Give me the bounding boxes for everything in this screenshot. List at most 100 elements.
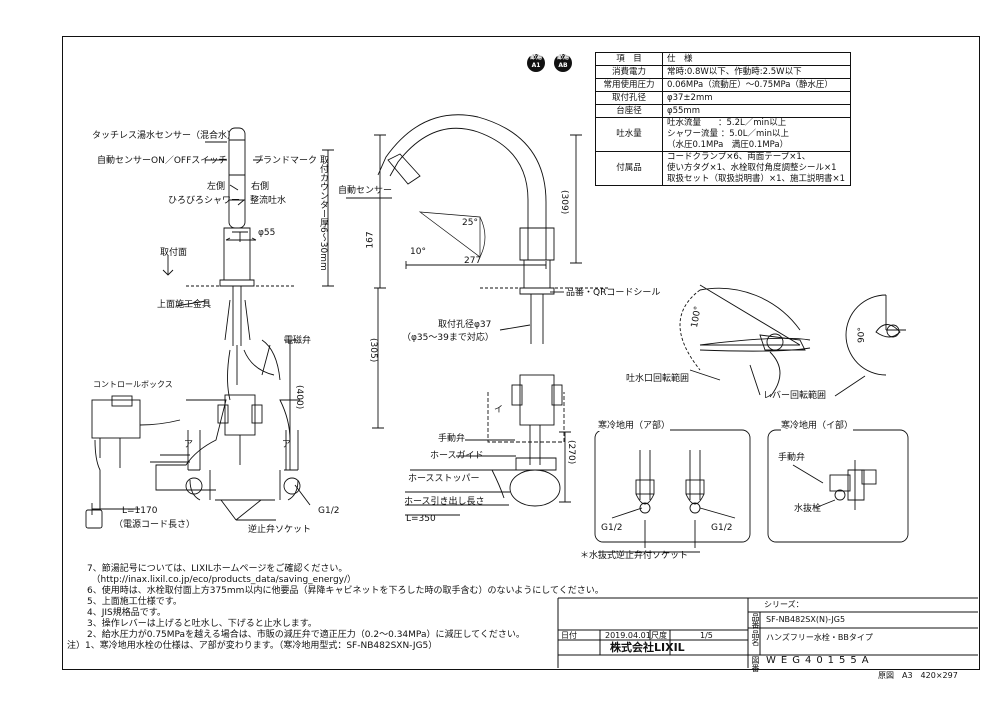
spec-value: φ55mm (662, 104, 851, 118)
note-line: 1、寒冷地用水栓の仕様は、ア部が変わります。（寒冷地用型式：SF-NB482SX… (85, 641, 438, 651)
cold-region-boxes (594, 429, 909, 553)
label-drain-socket-note: ＊水抜式逆止弁付ソケット (580, 551, 689, 561)
spec-value: コードクランプ×6、両面テープ×1、 使い方タグ×1、水栓取付角度調整シール×1… (662, 151, 851, 186)
label-g-half-left: G1/2 (318, 506, 340, 516)
note-line: 7、節湯記号については、LIXILホームページをご確認ください。 (87, 564, 348, 574)
label-spout-rotation: 吐水口回転範囲 (626, 374, 690, 384)
label-angle-25: 25° (462, 218, 478, 228)
label-product-qr: 品番・QRコードシール (566, 288, 661, 298)
label-mount-surface: 取付面 (160, 248, 188, 258)
spec-item: 常用使用圧力 (595, 78, 663, 92)
label-dim-270: (270) (566, 440, 576, 465)
label-a-left: ア (184, 440, 194, 450)
label-hand-valve: 手動弁 (438, 434, 466, 444)
spec-line: 使い方タグ×1、水栓取付角度調整シール×1 (667, 163, 837, 173)
front-view-faucet (85, 127, 334, 529)
label-cord-note: （電源コード長さ） (114, 520, 196, 530)
badge-a1: 節湯 A1 (527, 54, 545, 72)
tb-drawing-no: WEG40155A (766, 655, 874, 666)
label-lever-rotation: レバー回転範囲 (763, 391, 827, 401)
label-hose-guide: ホースガイド (430, 451, 484, 461)
badge-ab: 節湯 AB (554, 54, 572, 72)
tb-company: 株式会社LIXIL (610, 641, 685, 654)
tb-model-label: 品番 (751, 613, 760, 629)
tb-scale-label: 尺度 (651, 631, 667, 640)
label-right-side: 右側 (251, 182, 270, 192)
label-dim-309: (309) (559, 190, 569, 215)
tb-date-label: 日付 (561, 631, 577, 640)
spec-header-item: 項 目 (595, 52, 663, 66)
tb-model: SF-NB482SX(N)-JG5 (766, 615, 846, 624)
notes-block: 7、節湯記号については、LIXILホームページをご確認ください。 （http:/… (67, 564, 604, 652)
spec-item: 取付孔径 (595, 91, 663, 105)
spec-item: 吐水量 (595, 117, 663, 152)
label-counter-thickness: 取付カウンター厚6～30mm (318, 155, 328, 271)
spec-value: 吐水流量 ：5.2L／min以上 シャワー流量 ：5.0L／min以上 （水圧0… (662, 117, 851, 152)
label-drain-plug: 水抜栓 (794, 504, 822, 514)
spec-row: 付属品 コードクランプ×6、両面テープ×1、 使い方タグ×1、水栓取付角度調整シ… (595, 151, 851, 186)
spec-value: 常時:0.8W以下、作動時:2.5W以下 (662, 65, 851, 79)
notes-prefix: 注） (67, 641, 86, 651)
spec-line: （水圧0.1MPa 満圧0.1MPa） (667, 140, 789, 150)
spec-line: 吐水流量 ：5.2L／min以上 (667, 118, 787, 128)
label-hose-pull-len: ホース引き出し長さ (404, 497, 485, 507)
top-view-rotation (679, 284, 906, 398)
tb-scale: 1/5 (700, 631, 713, 640)
spec-value: 0.06MPa（流動圧）～0.75MPa（静水圧） (662, 78, 851, 92)
note-line: （http://inax.lixil.co.jp/eco/products_da… (87, 575, 357, 585)
tb-series-label: シリーズ： (764, 600, 804, 609)
label-auto-sensor: 自動センサー (338, 186, 393, 196)
spec-value: φ37±2mm (662, 91, 851, 105)
spec-header-row: 項 目 仕 様 (595, 52, 851, 66)
label-cold-i-title: 寒冷地用（イ部） (781, 421, 854, 431)
note-line: 2、給水圧力が0.75MPaを越える場合は、市販の減圧弁で適正圧力（0.2～0.… (87, 630, 525, 640)
note-line: 4、JIS規格品です。 (87, 608, 166, 618)
spec-header-spec: 仕 様 (662, 52, 851, 66)
label-top-installer: 上面施工金具 (157, 300, 212, 310)
label-angle-90: 90° (856, 327, 867, 343)
spec-item: 台座径 (595, 104, 663, 118)
label-straight-spout: 整流吐水 (250, 196, 287, 206)
label-solenoid-valve: 電磁弁 (284, 336, 312, 346)
note-line: 3、操作レバーは上げると吐水し、下げると止水します。 (87, 619, 317, 629)
spec-line: 取扱セット（取扱説明書）×1、施工説明書×1 (667, 174, 846, 184)
note-line-last: 注）1、寒冷地用水栓の仕様は、ア部が変わります。（寒冷地用型式：SF-NB482… (67, 641, 604, 652)
note-line: 6、使用時は、水栓取付面上方375mm以内に他要品（昇降キャビネットを下ろした時… (87, 586, 604, 596)
label-a-right: ア (282, 440, 292, 450)
label-cord-length: L=1170 (122, 506, 158, 516)
label-dim-167: 167 (365, 231, 376, 249)
label-phi55: φ55 (258, 228, 276, 238)
label-dim-305: (305) (368, 338, 378, 363)
label-touchless-sensor: タッチレス湯水センサー（混合水） (92, 131, 237, 141)
label-hose-stopper: ホースストッパー (408, 474, 480, 484)
label-dim-277: 277 (464, 256, 482, 266)
tb-original: 原図 A3 420×297 (878, 671, 958, 680)
label-brand-mark: ブランドマーク (254, 156, 318, 166)
label-i-center: イ (494, 405, 504, 415)
spec-line: コードクランプ×6、両面テープ×1、 (667, 152, 811, 162)
label-auto-sensor-switch: 自動センサーON／OFFスイッチ (97, 156, 228, 166)
label-hole-range: （φ35～39まで対応） (402, 333, 494, 343)
label-g-half-a2: G1/2 (711, 523, 733, 533)
side-view-faucet (346, 114, 610, 516)
drawing-frame (62, 36, 980, 670)
spec-row: 消費電力常時:0.8W以下、作動時:2.5W以下 (595, 65, 851, 79)
label-hole-dia: 取付孔径φ37 (438, 320, 492, 330)
note-line: 5、上面施工仕様です。 (87, 597, 182, 607)
spec-item: 消費電力 (595, 65, 663, 79)
label-left-side: 左側 (207, 182, 226, 192)
spec-item: 付属品 (595, 151, 663, 186)
spec-line: シャワー流量 ：5.0L／min以上 (667, 129, 789, 139)
tb-date: 2019.04.01 (605, 631, 651, 640)
label-hose-l350: L=350 (406, 514, 436, 524)
label-check-valve-socket: 逆止弁ソケット (248, 525, 312, 535)
label-cold-a-title: 寒冷地用（ア部） (598, 421, 671, 431)
tb-name: ハンズフリー水栓・BBタイプ (766, 633, 873, 642)
label-dim-400: (400) (294, 385, 304, 410)
label-wide-shower: ひろびろシャワー (168, 196, 241, 206)
title-block-lines (557, 597, 978, 668)
